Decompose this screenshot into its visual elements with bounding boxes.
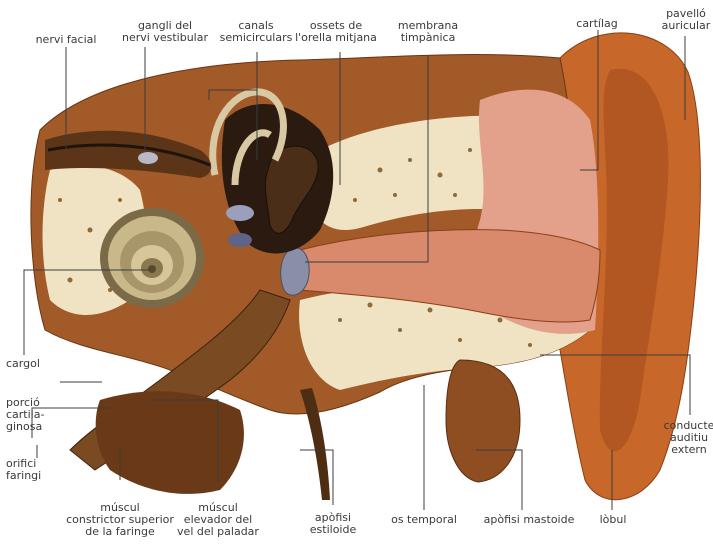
label-apofisi-estiloide-line2: estiloide <box>310 524 356 536</box>
label-canals-semicirculars: canals semicirculars <box>220 20 293 44</box>
label-nervi-facial-text: nervi facial <box>36 33 97 46</box>
label-pavello-auricular: pavelló auricular <box>662 8 711 32</box>
label-apofisi-estiloide: apòfisi estiloide <box>310 512 356 536</box>
label-constrictor-line3: de la faringe <box>66 526 174 538</box>
label-membrana-timpanica: membrana timpànica <box>398 20 458 44</box>
mastoid-process <box>446 360 520 482</box>
label-cartilag-text: cartílag <box>576 17 617 30</box>
label-nervi-facial: nervi facial <box>36 34 97 46</box>
vestibule <box>226 205 254 221</box>
vestibular-ganglion <box>138 152 158 164</box>
label-os-temporal-text: os temporal <box>391 513 457 526</box>
label-orifici-line2: faringi <box>6 470 41 482</box>
label-os-temporal: os temporal <box>391 514 457 526</box>
label-lobul: lòbul <box>600 514 627 526</box>
label-apofisi-mastoide: apòfisi mastoide <box>484 514 575 526</box>
label-pavello-line2: auricular <box>662 20 711 32</box>
label-lobul-text: lòbul <box>600 513 627 526</box>
label-gangli-line2: nervi vestibular <box>122 32 208 44</box>
label-gangli-nervi-vestibular: gangli del nervi vestibular <box>122 20 208 44</box>
label-conducte-line3: extern <box>664 444 713 456</box>
label-porcio-line3: ginosa <box>6 421 44 433</box>
label-ossets-orella-mitjana: ossets de l'orella mitjana <box>295 20 377 44</box>
label-apofisi-mastoide-text: apòfisi mastoide <box>484 513 575 526</box>
cochlea <box>100 208 204 308</box>
label-cargol: cargol <box>6 358 40 370</box>
tympanic-membrane <box>281 248 309 296</box>
label-cargol-text: cargol <box>6 357 40 370</box>
label-membrana-line2: timpànica <box>398 32 458 44</box>
label-muscul-elevador: múscul elevador del vel del paladar <box>177 502 259 538</box>
label-ossets-line2: l'orella mitjana <box>295 32 377 44</box>
label-orifici-faringi: orifici faringi <box>6 458 41 482</box>
label-porcio-cartilaginosa: porció cartila- ginosa <box>6 397 44 433</box>
muscles-pharynx <box>96 391 244 494</box>
label-elevador-line3: vel del paladar <box>177 526 259 538</box>
label-cartilag: cartílag <box>576 18 617 30</box>
label-canals-line2: semicirculars <box>220 32 293 44</box>
round-window <box>228 233 252 247</box>
label-muscul-constrictor: múscul constrictor superior de la faring… <box>66 502 174 538</box>
label-conducte-auditiu-extern: conducte auditiu extern <box>664 420 713 456</box>
